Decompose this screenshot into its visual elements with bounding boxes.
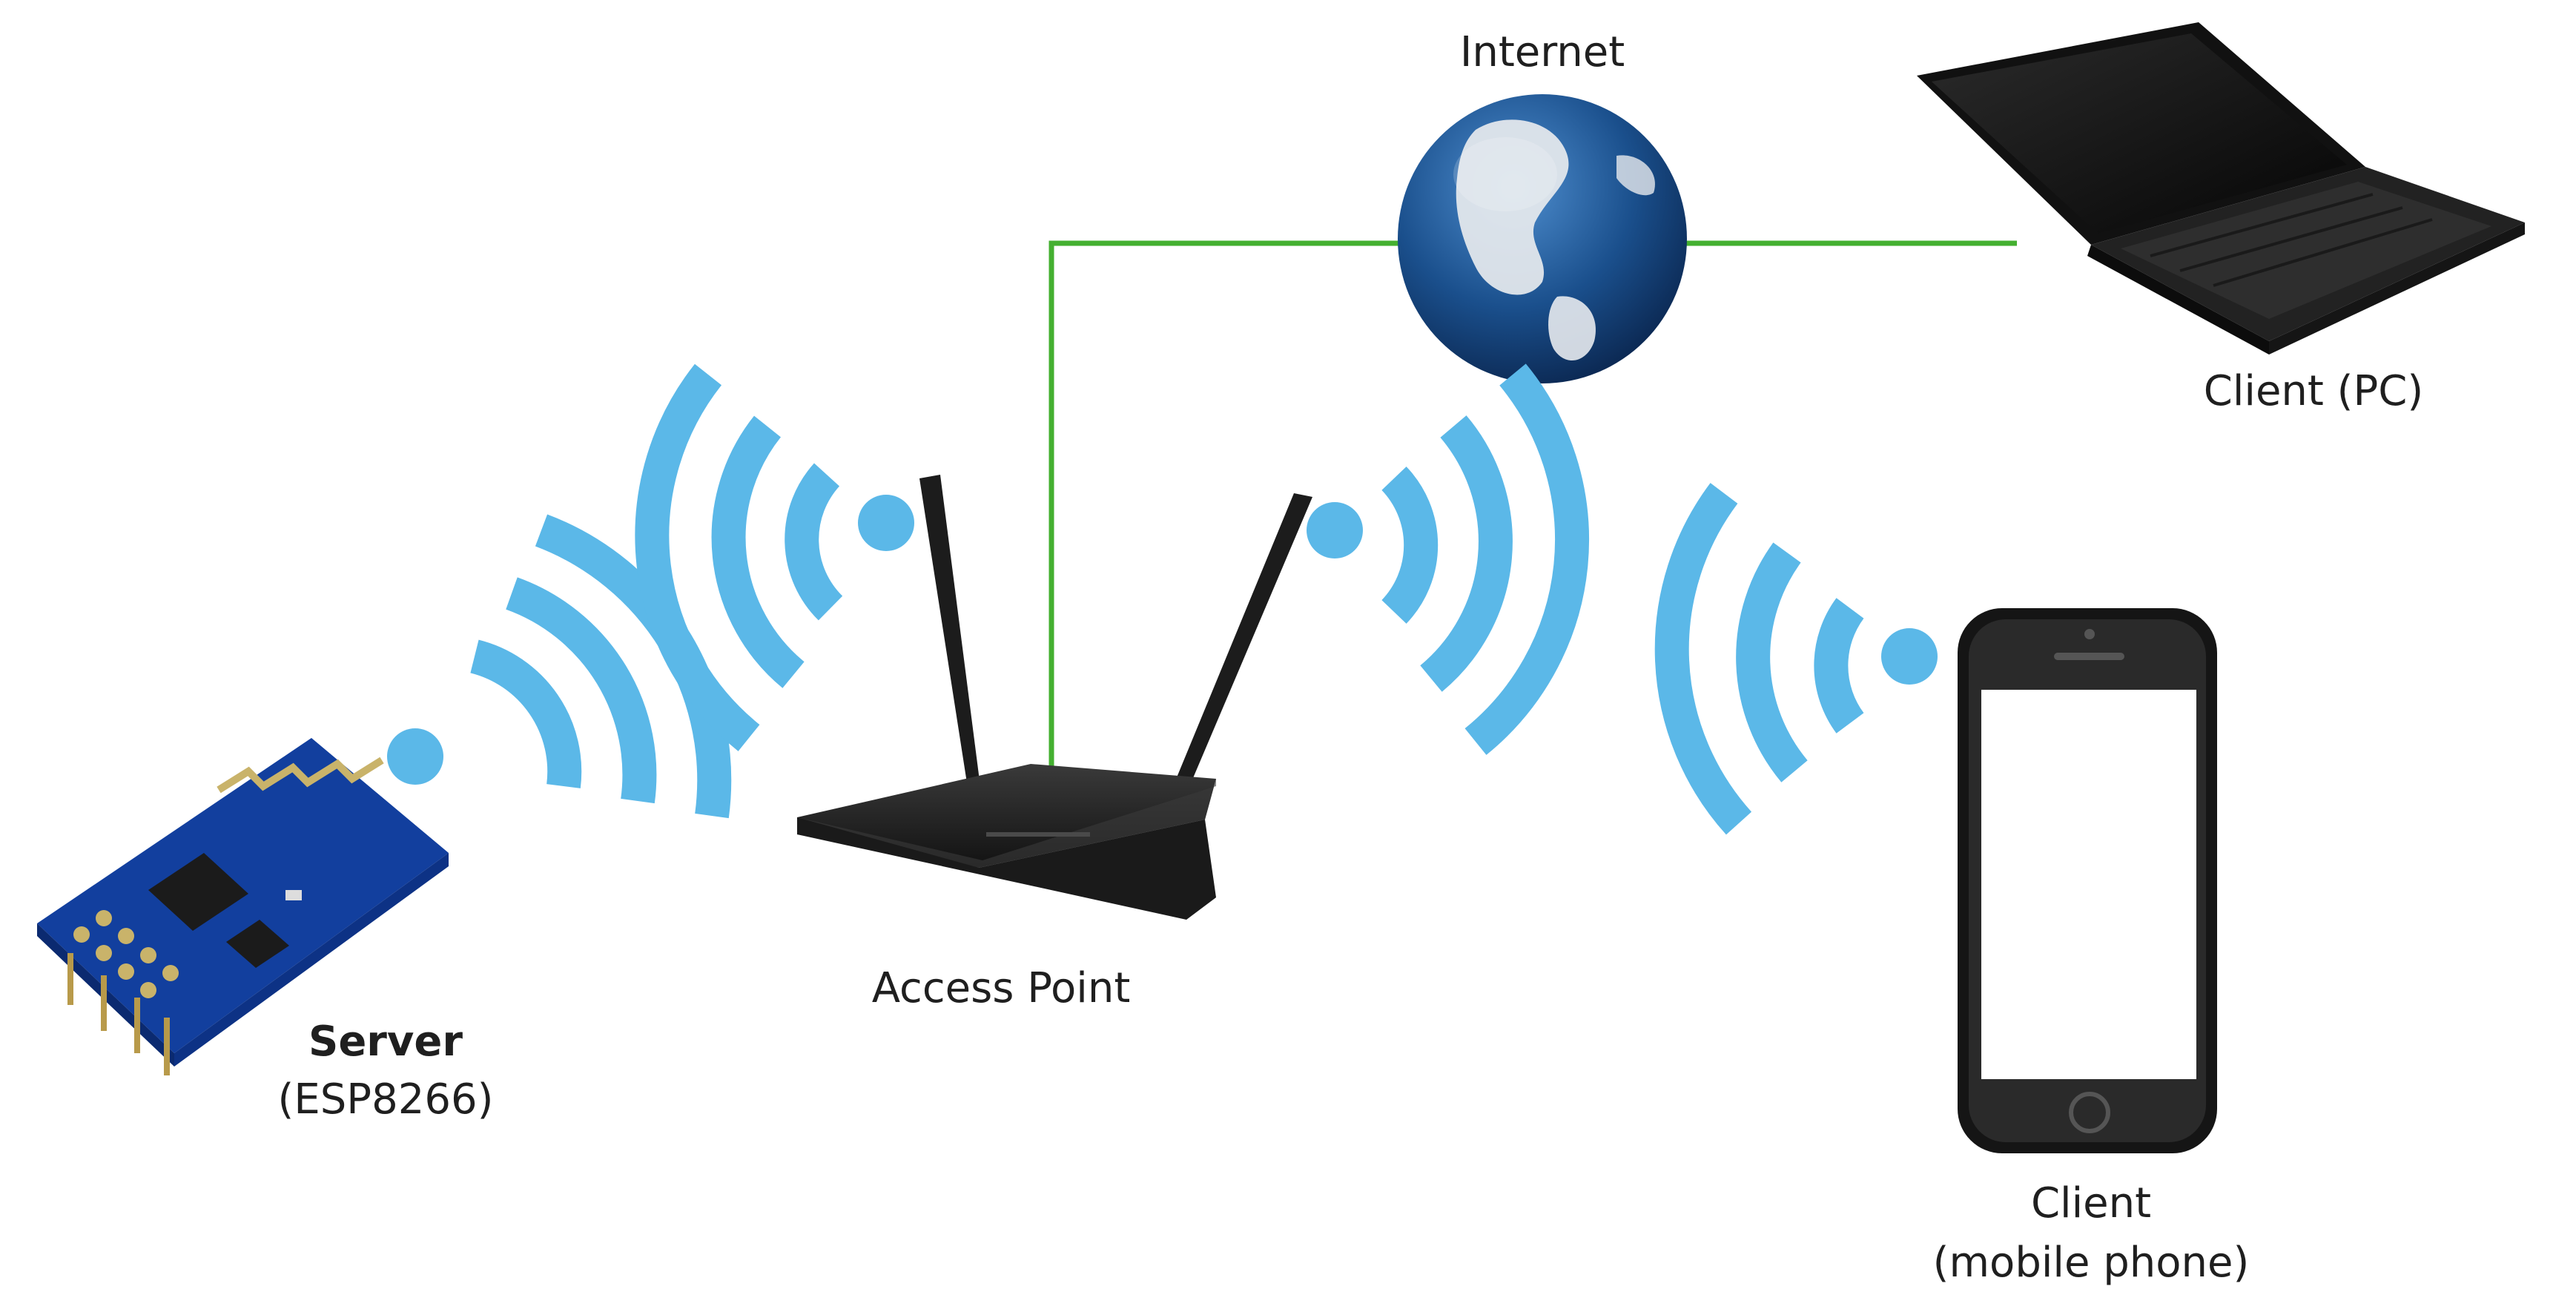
internet-label: Internet	[1459, 28, 1625, 76]
server-sublabel: (ESP8266)	[277, 1075, 494, 1124]
router-icon	[797, 475, 1312, 920]
client-pc-label: Client (PC)	[2203, 367, 2424, 415]
smartphone-icon	[1958, 608, 2217, 1153]
laptop-icon	[1917, 22, 2525, 355]
esp8266-board-icon	[37, 738, 449, 1075]
globe-icon	[1398, 94, 1687, 383]
wired-links	[1048, 240, 2017, 771]
client-mobile-label: Client	[2030, 1179, 2152, 1227]
link-router-internet	[1048, 240, 1401, 771]
client-mobile-sublabel: (mobile phone)	[1932, 1239, 2250, 1287]
server-label: Server	[308, 1018, 463, 1066]
wifi-signal-icon	[387, 363, 1938, 835]
access-point-label: Access Point	[871, 964, 1131, 1012]
